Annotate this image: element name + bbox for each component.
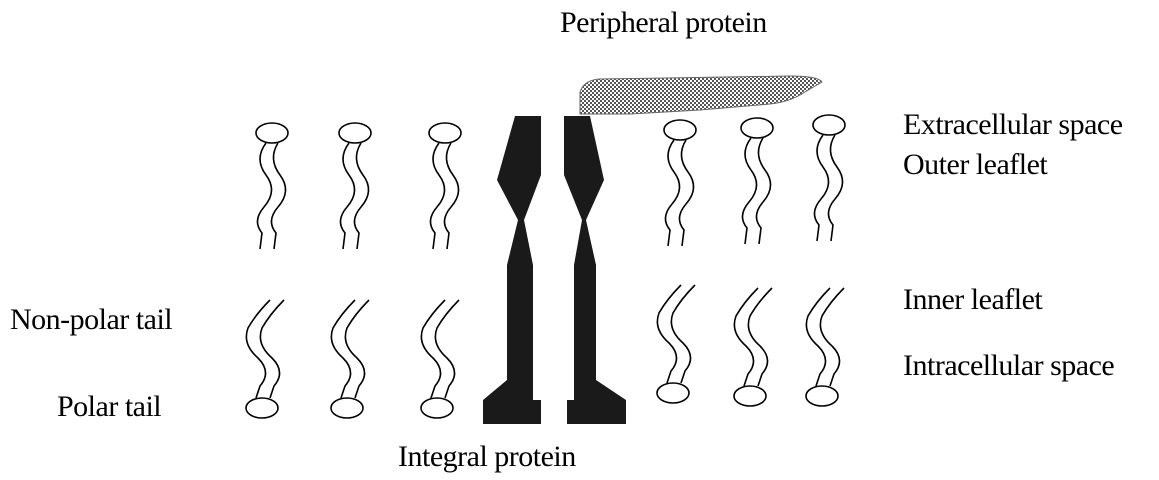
lipid-outer-left-1 [256,123,288,249]
lipid-outer-right-2 [741,118,773,244]
lipid-inner-right-3 [806,288,844,406]
label-integral-protein: Integral protein [398,440,576,474]
peripheral-protein [580,76,822,114]
lipid-outer-left-2 [339,123,371,249]
lipid-inner-left-3 [421,300,459,418]
label-extracellular-space: Extracellular space [903,108,1123,142]
label-polar-tail: Polar tail [57,390,161,424]
lipid-outer-right-1 [664,120,696,246]
label-intracellular-space: Intracellular space [903,349,1114,383]
lipid-outer-right-3 [813,115,845,241]
lipid-inner-left-2 [331,300,369,418]
lipid-inner-left-1 [246,300,284,418]
integral-protein-right [564,116,626,424]
label-non-polar-tail: Non-polar tail [10,303,172,337]
lipid-outer-left-3 [429,123,461,249]
label-inner-leaflet: Inner leaflet [903,283,1042,317]
lipid-inner-right-1 [657,285,695,403]
label-outer-leaflet: Outer leaflet [903,148,1047,182]
integral-protein-left [483,116,541,424]
label-peripheral-protein: Peripheral protein [560,6,767,40]
lipid-inner-right-2 [734,288,772,406]
